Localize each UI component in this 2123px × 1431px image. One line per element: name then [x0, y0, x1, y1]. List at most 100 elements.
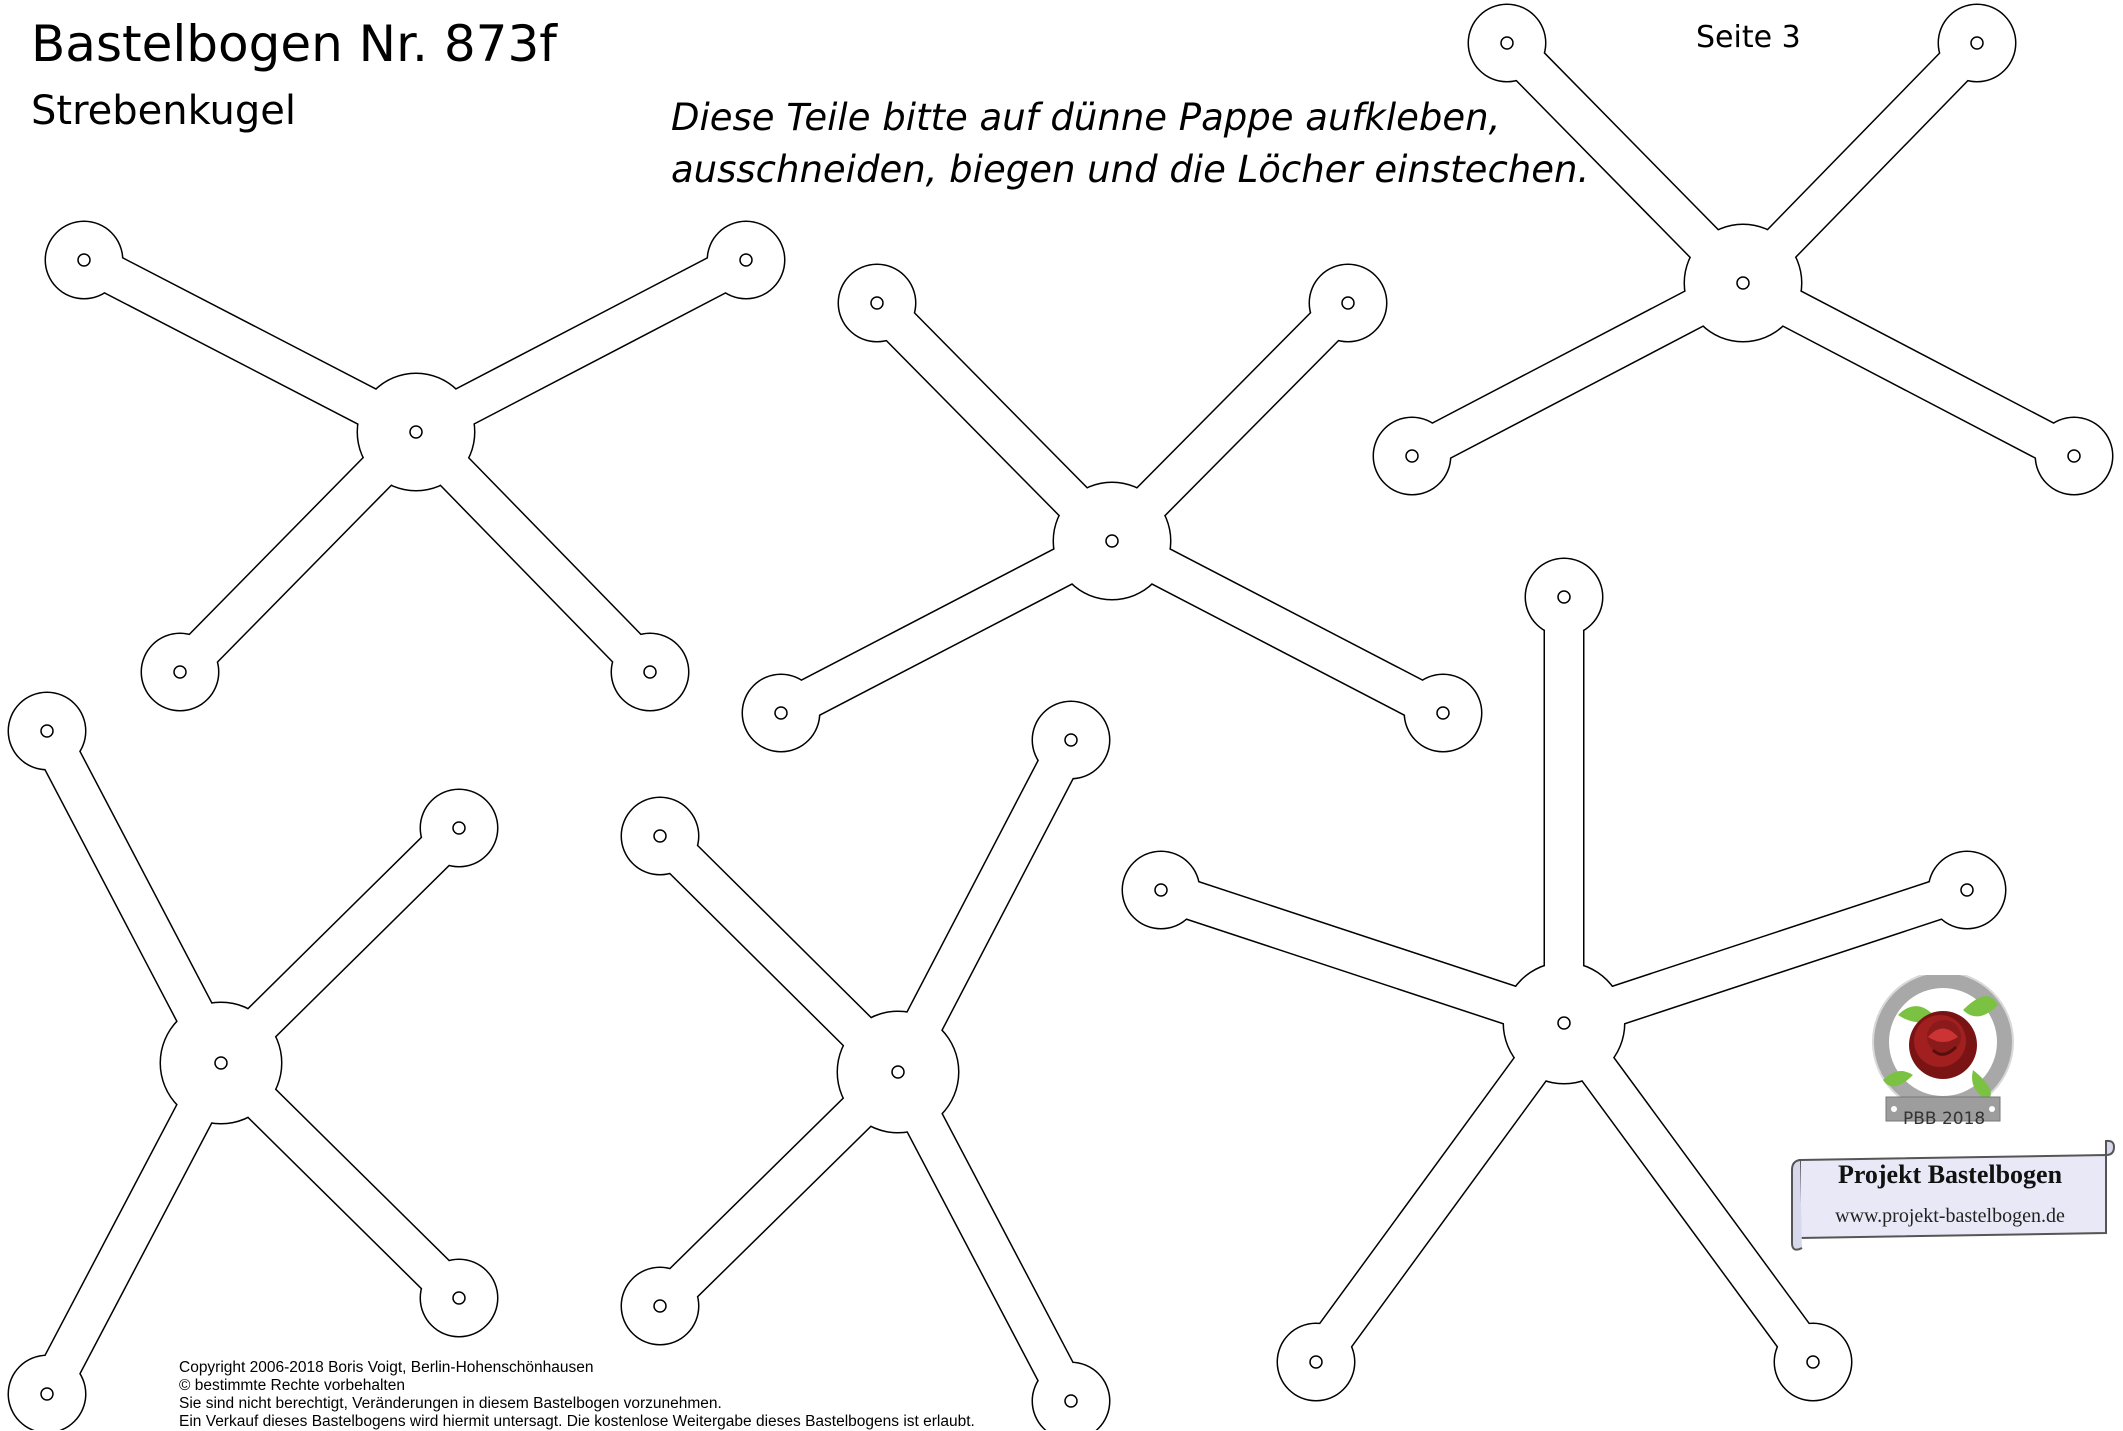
strut-tip [421, 790, 497, 866]
punch-hole-icon [653, 1299, 667, 1313]
projekt-bastelbogen-logo [1791, 975, 2116, 1251]
punch-hole-icon [1064, 1394, 1078, 1408]
strut-arm [1403, 266, 1752, 473]
copyright-line: Ein Verkauf dieses Bastelbogens wird hie… [179, 1413, 975, 1430]
punch-hole-icon [452, 821, 466, 835]
strut-arm [772, 524, 1121, 730]
punch-hole-icon [173, 665, 187, 679]
strut-tip [1775, 1324, 1851, 1400]
strut-arm [30, 1054, 238, 1403]
punch-hole-icon [1341, 296, 1355, 310]
strut-arm [30, 722, 238, 1072]
strut-arm [407, 243, 755, 449]
strut-tip [1939, 5, 2015, 81]
strut-tip [9, 693, 85, 769]
strut-hub [838, 1012, 958, 1132]
strut-tip [622, 798, 698, 874]
punch-hole-icon [1309, 1355, 1323, 1369]
strut-tip [743, 675, 819, 751]
logo-title: Projekt Bastelbogen [1837, 1160, 2063, 1189]
logo-badge [1885, 1096, 2001, 1122]
page-number: Seite 3 [1696, 20, 1801, 55]
punch-hole-icon [1960, 883, 1974, 897]
strut-tip [46, 222, 122, 298]
punch-hole-icon [2067, 449, 2081, 463]
copyright-line: Copyright 2006-2018 Boris Voigt, Berlin-… [179, 1359, 594, 1376]
punch-hole-icon [1736, 276, 1750, 290]
strut-hub [161, 1003, 281, 1123]
leaf-icon [1883, 1071, 1913, 1087]
strut-arm [1734, 266, 2083, 473]
instructions-line: Diese Teile bitte auf dünne Pappe aufkle… [671, 96, 1501, 139]
copyright-line: Sie sind nicht berechtigt, Veränderungen… [179, 1395, 722, 1412]
strut-arm [1300, 1011, 1580, 1374]
punch-hole-icon [1405, 449, 1419, 463]
strut-arm [1558, 871, 1973, 1042]
rose-icon [1909, 1011, 1977, 1079]
punch-hole-icon [870, 296, 884, 310]
strut-tip [1033, 702, 1109, 778]
punch-hole-icon [1105, 534, 1119, 548]
strut-part [1372, 3, 2114, 496]
leaf-icon [1963, 996, 1998, 1017]
copyright-notice: Copyright 2006-2018 Boris Voigt, Berlin-… [179, 1359, 975, 1431]
strut-arm [75, 243, 425, 449]
strut-arm [1548, 1011, 1829, 1374]
strut-tip [839, 265, 915, 341]
instructions: Diese Teile bitte auf dünne Pappe aufkle… [671, 92, 1589, 196]
strut-hub [1054, 483, 1170, 599]
strut-arm [1103, 524, 1452, 730]
strut-tip [612, 634, 688, 710]
strut-tip [1929, 852, 2005, 928]
strut-tip [1278, 1324, 1354, 1400]
punch-hole-icon [891, 1065, 905, 1079]
strut-tip [1526, 559, 1602, 635]
punch-hole-icon [1970, 36, 1984, 50]
leaf-icon [1972, 1070, 1991, 1100]
copyright-line: © bestimmte Rechte vorbehalten [179, 1377, 405, 1394]
strut-tip [1405, 675, 1481, 751]
punch-hole-icon [653, 829, 667, 843]
strut-hub [1504, 963, 1624, 1083]
strut-tip [708, 222, 784, 298]
punch-hole-icon [1064, 733, 1078, 747]
sheet-subtitle: Strebenkugel [31, 88, 296, 134]
punch-hole-icon [1806, 1355, 1820, 1369]
instructions-line: ausschneiden, biegen und die Löcher eins… [671, 148, 1590, 191]
strut-tip [9, 1356, 85, 1430]
strut-arm [1155, 871, 1570, 1042]
strut-tip [622, 1268, 698, 1344]
punch-hole-icon [1557, 590, 1571, 604]
strut-tip [421, 1260, 497, 1336]
strut-tip [142, 634, 218, 710]
strut-arm [881, 731, 1088, 1081]
strut-tip [1033, 1363, 1109, 1430]
strut-hub [1685, 225, 1801, 341]
logo-url: www.projekt-bastelbogen.de [1835, 1205, 2065, 1227]
punch-hole-icon [1557, 1016, 1571, 1030]
punch-hole-icon [214, 1056, 228, 1070]
strut-part [44, 220, 786, 712]
punch-hole-icon [409, 425, 423, 439]
strut-tip [1469, 5, 1545, 81]
punch-hole-icon [40, 1387, 54, 1401]
strut-part [741, 263, 1483, 753]
strut-tip [2036, 418, 2112, 494]
sheet-title: Bastelbogen Nr. 873f [31, 15, 557, 73]
punch-hole-icon [452, 1291, 466, 1305]
strut-tip [1374, 418, 1450, 494]
punch-hole-icon [643, 665, 657, 679]
punch-hole-icon [774, 706, 788, 720]
strut-tip [1123, 852, 1199, 928]
strut-part [620, 700, 1111, 1430]
punch-hole-icon [77, 253, 91, 267]
punch-hole-icon [40, 724, 54, 738]
strut-arm [881, 1063, 1088, 1410]
strut-part [1121, 557, 2007, 1402]
strut-part [7, 691, 499, 1430]
punch-hole-icon [1436, 706, 1450, 720]
punch-hole-icon [739, 253, 753, 267]
logo-badge-label: PBB 2018 [1903, 1109, 1986, 1129]
strut-hub [358, 374, 474, 490]
